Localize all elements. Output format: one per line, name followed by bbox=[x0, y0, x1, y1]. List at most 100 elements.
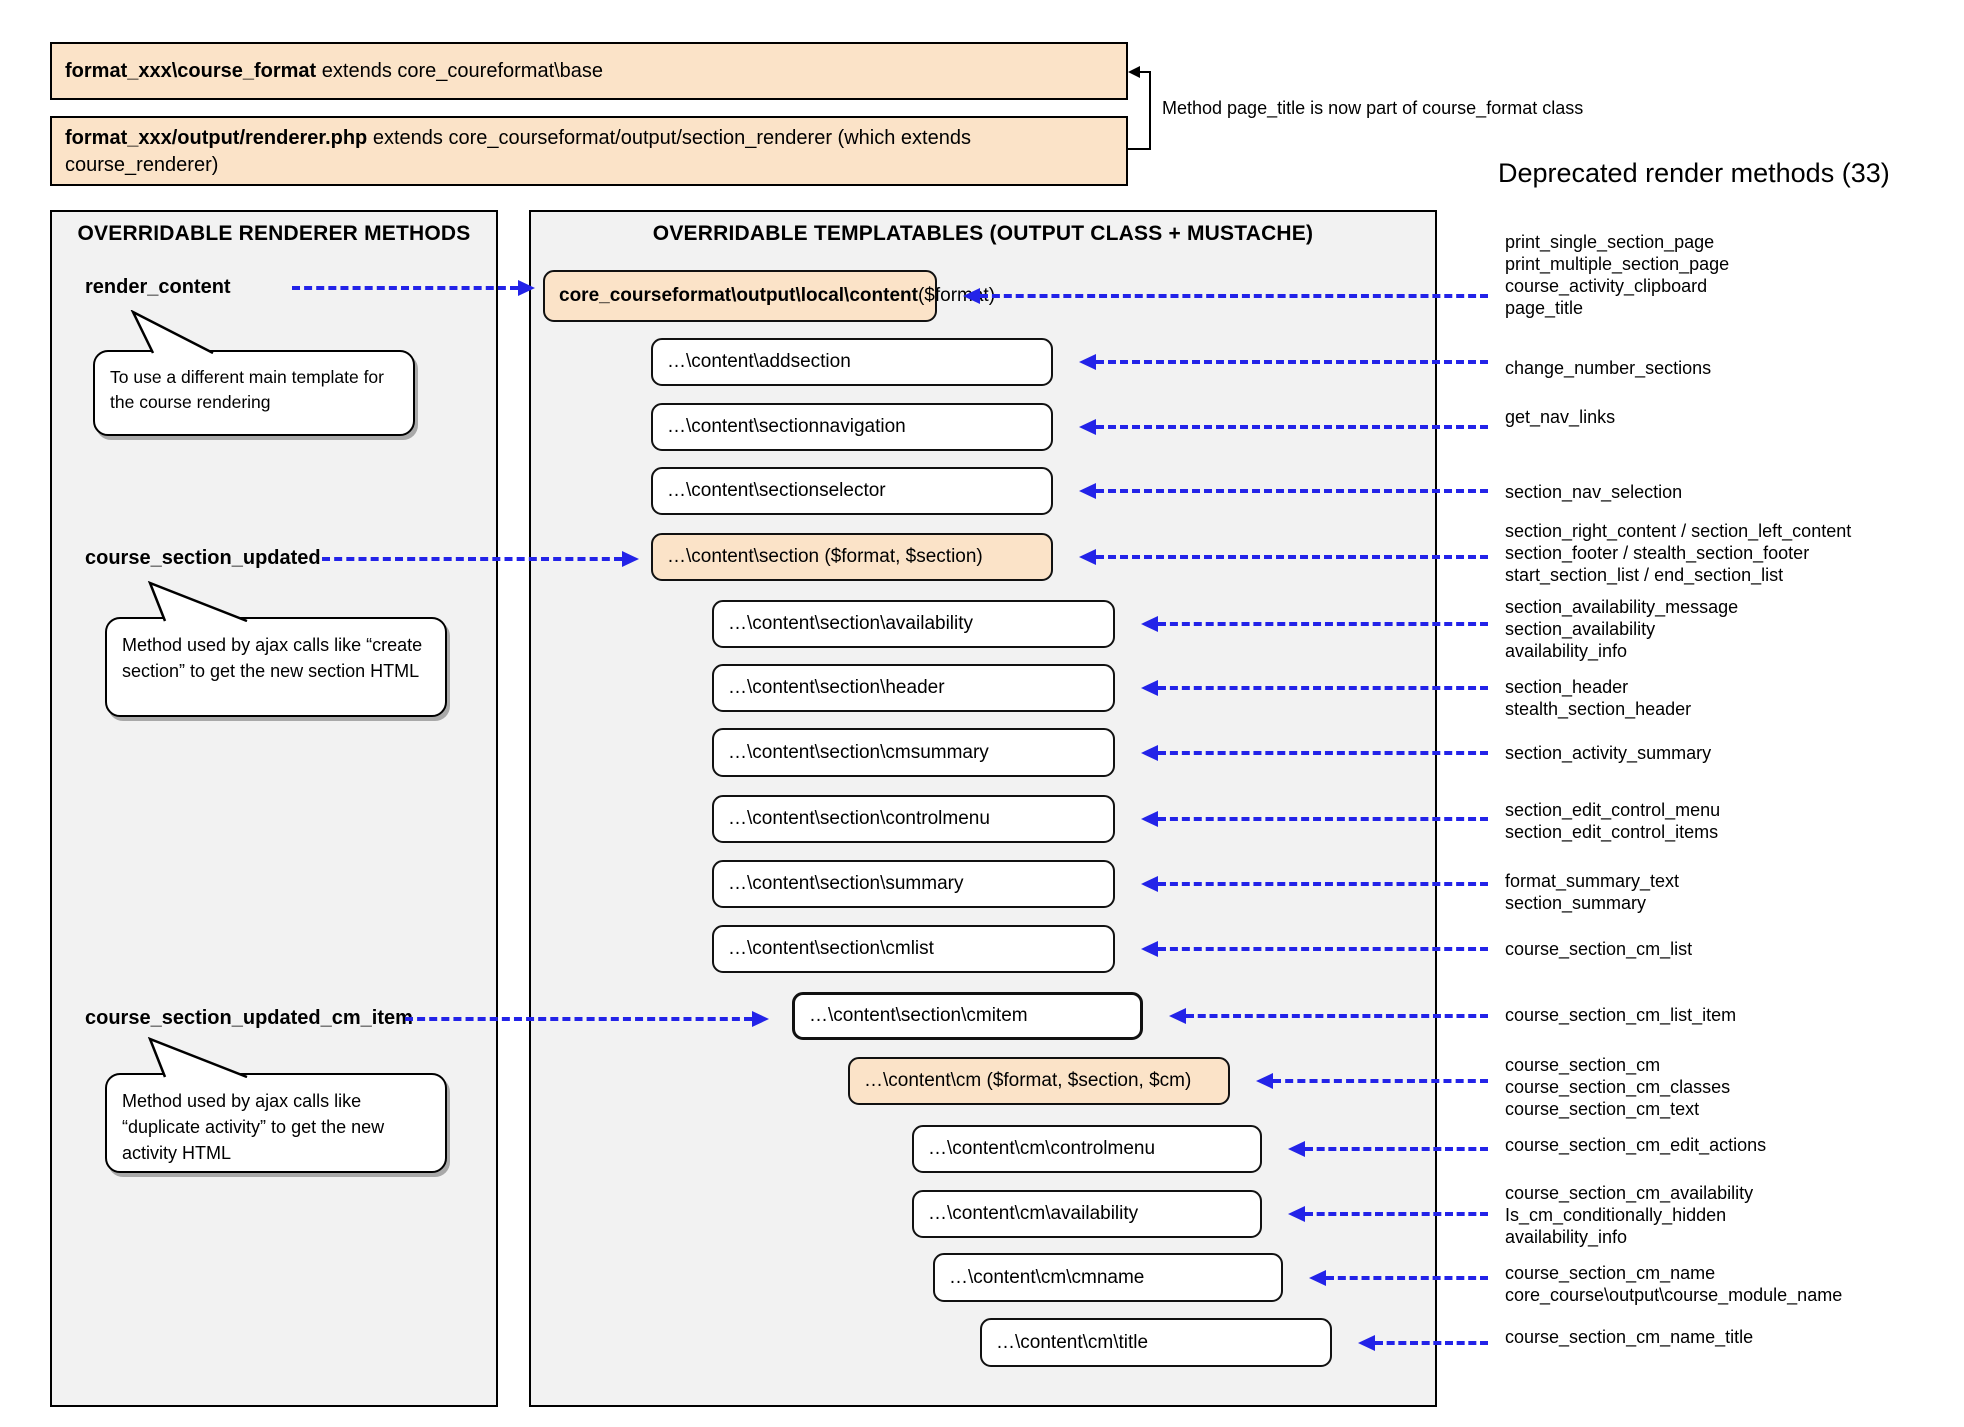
templatable-label: …\content\section\availability bbox=[728, 613, 974, 634]
deprecated-method: availability_info bbox=[1505, 1227, 1628, 1247]
templatable-label-bold: core_courseformat\output\local\content bbox=[559, 285, 918, 306]
deprecated-method: course_section_cm_classes bbox=[1505, 1077, 1731, 1097]
dashed-arrow-content bbox=[980, 294, 1488, 298]
arrowhead-icon bbox=[1358, 1334, 1375, 1351]
arrowhead-icon bbox=[1079, 354, 1096, 370]
deprecated-method: section_header bbox=[1505, 677, 1629, 697]
deprecated-method: course_section_cm_list_item bbox=[1505, 1005, 1737, 1025]
course-format-class-box: format_xxx\course_format extends core_co… bbox=[50, 42, 1128, 100]
deprecated-method: start_section_list / end_section_list bbox=[1505, 565, 1784, 585]
deprecated-method: course_section_cm_edit_actions bbox=[1505, 1135, 1767, 1155]
callout-tail-icon bbox=[147, 1037, 248, 1078]
deprecated-group: section_nav_selection bbox=[1505, 481, 1682, 503]
course-format-class-extends: extends core_coureformat\base bbox=[316, 59, 604, 82]
templatable-box-cm-cmname: …\content\cm\cmname bbox=[933, 1253, 1283, 1302]
deprecated-method: stealth_section_header bbox=[1505, 699, 1692, 719]
arrowhead-icon bbox=[518, 280, 535, 296]
renderer-class-box: format_xxx/output/renderer.php extends c… bbox=[50, 116, 1128, 186]
bracket-connector-vertical bbox=[1149, 71, 1151, 150]
callout-tail-icon bbox=[147, 581, 248, 622]
arrowhead-icon bbox=[1256, 1073, 1273, 1089]
deprecated-method: course_section_cm bbox=[1505, 1055, 1661, 1075]
deprecated-method: page_title bbox=[1505, 298, 1584, 318]
templatable-label: …\content\addsection bbox=[667, 351, 851, 372]
deprecated-method: section_footer / stealth_section_footer bbox=[1505, 543, 1810, 563]
arrowhead-icon bbox=[1141, 680, 1158, 696]
deprecated-group: change_number_sections bbox=[1505, 357, 1711, 379]
templatable-label: …\content\section\cmlist bbox=[728, 938, 934, 959]
templatable-box-section: …\content\section ($format, $section) bbox=[651, 533, 1053, 581]
templatable-box-section-cmsummary: …\content\section\cmsummary bbox=[712, 728, 1115, 777]
templatable-box-cm-availability: …\content\cm\availability bbox=[912, 1190, 1262, 1238]
templatable-label: …\content\section\cmsummary bbox=[728, 741, 989, 763]
templatable-label: …\content\cm\availability bbox=[928, 1203, 1139, 1224]
deprecated-method: availability_info bbox=[1505, 641, 1628, 661]
renderer-class-name: format_xxx/output/renderer.php bbox=[65, 127, 368, 149]
dashed-arrow-cm-title bbox=[1375, 1340, 1488, 1345]
deprecated-group: section_right_content / section_left_con… bbox=[1505, 520, 1851, 586]
deprecated-method: print_multiple_section_page bbox=[1505, 254, 1730, 274]
callout-render-content: To use a different main template for the… bbox=[93, 350, 415, 436]
deprecated-method: section_availability_message bbox=[1505, 597, 1739, 617]
templatable-box-content: core_courseformat\output\local\content (… bbox=[543, 270, 995, 322]
deprecated-method: section_summary bbox=[1505, 893, 1647, 913]
templatable-box-section-cmitem: …\content\section\cmitem bbox=[792, 992, 1143, 1040]
dashed-arrow-cm-cmname bbox=[1326, 1275, 1488, 1280]
deprecated-method: print_single_section_page bbox=[1505, 232, 1715, 252]
dashed-arrow-sectionnavigation bbox=[1096, 425, 1488, 429]
deprecated-group: section_activity_summary bbox=[1505, 742, 1711, 764]
arrowhead-icon bbox=[752, 1011, 769, 1027]
deprecated-method: section_availability bbox=[1505, 619, 1656, 639]
arrowhead-icon bbox=[963, 288, 980, 304]
deprecated-method: course_section_cm_text bbox=[1505, 1099, 1700, 1119]
templatable-box-cm-controlmenu: …\content\cm\controlmenu bbox=[912, 1125, 1262, 1173]
arrowhead-icon bbox=[1079, 419, 1096, 435]
renderer-class-extends: extends core_courseformat/output/section… bbox=[65, 127, 971, 176]
arrowhead-icon bbox=[1079, 483, 1096, 499]
templatable-label: …\content\cm\cmname bbox=[949, 1266, 1145, 1288]
deprecated-heading: Deprecated render methods (33) bbox=[1498, 158, 1890, 188]
renderer-methods-title: OVERRIDABLE RENDERER METHODS bbox=[77, 222, 471, 245]
bracket-connector-top bbox=[1139, 71, 1151, 73]
templatable-label: …\content\section ($format, $section) bbox=[667, 546, 983, 567]
templatable-box-section-availability: …\content\section\availability bbox=[712, 600, 1115, 648]
templatable-box-sectionselector: …\content\sectionselector bbox=[651, 467, 1053, 515]
templatables-title: OVERRIDABLE TEMPLATABLES (OUTPUT CLASS +… bbox=[652, 222, 1314, 245]
method-label-render-content: render_content bbox=[85, 276, 231, 298]
deprecated-method: course_section_cm_name bbox=[1505, 1263, 1716, 1283]
dashed-arrow-section-controlmenu bbox=[1158, 817, 1488, 821]
deprecated-method: section_nav_selection bbox=[1505, 482, 1683, 502]
templatable-label: …\content\section\summary bbox=[728, 873, 964, 894]
deprecated-group: course_section_cm_name_title bbox=[1505, 1326, 1753, 1348]
templatable-label: …\content\sectionnavigation bbox=[667, 416, 906, 437]
templatable-box-section-controlmenu: …\content\section\controlmenu bbox=[712, 795, 1115, 843]
callout-tail-icon bbox=[130, 310, 214, 354]
templatable-label: …\content\section\cmitem bbox=[809, 1005, 1028, 1026]
dashed-arrow-render-content bbox=[292, 286, 518, 290]
deprecated-method: core_course\output\course_module_name bbox=[1505, 1285, 1843, 1305]
deprecated-group: course_section_cm_list bbox=[1505, 938, 1692, 960]
arrowhead-icon bbox=[1141, 616, 1158, 632]
callout-course-section-updated-cm-item: Method used by ajax calls like “duplicat… bbox=[105, 1073, 447, 1173]
arrowhead-icon bbox=[1141, 876, 1158, 892]
templatable-box-section-cmlist: …\content\section\cmlist bbox=[712, 925, 1115, 973]
method-label-course-section-updated: course_section_updated bbox=[85, 547, 321, 569]
deprecated-method: section_edit_control_items bbox=[1505, 822, 1719, 842]
deprecated-method: course_section_cm_availability bbox=[1505, 1183, 1754, 1203]
dashed-arrow-sectionselector bbox=[1096, 489, 1488, 493]
bracket-connector-bottom bbox=[1127, 148, 1151, 150]
templatable-label: …\content\section\header bbox=[728, 677, 945, 698]
arrowhead-icon bbox=[1079, 549, 1096, 565]
deprecated-method: format_summary_text bbox=[1505, 871, 1680, 891]
deprecated-method: section_activity_summary bbox=[1505, 743, 1712, 763]
dashed-arrow-section-cmlist bbox=[1158, 947, 1488, 951]
templatable-box-sectionnavigation: …\content\sectionnavigation bbox=[651, 403, 1053, 451]
arrowhead-icon bbox=[1141, 811, 1158, 827]
templatable-box-section-summary: …\content\section\summary bbox=[712, 860, 1115, 908]
deprecated-group: get_nav_links bbox=[1505, 406, 1615, 428]
templatable-box-cm: …\content\cm ($format, $section, $cm) bbox=[848, 1057, 1230, 1105]
